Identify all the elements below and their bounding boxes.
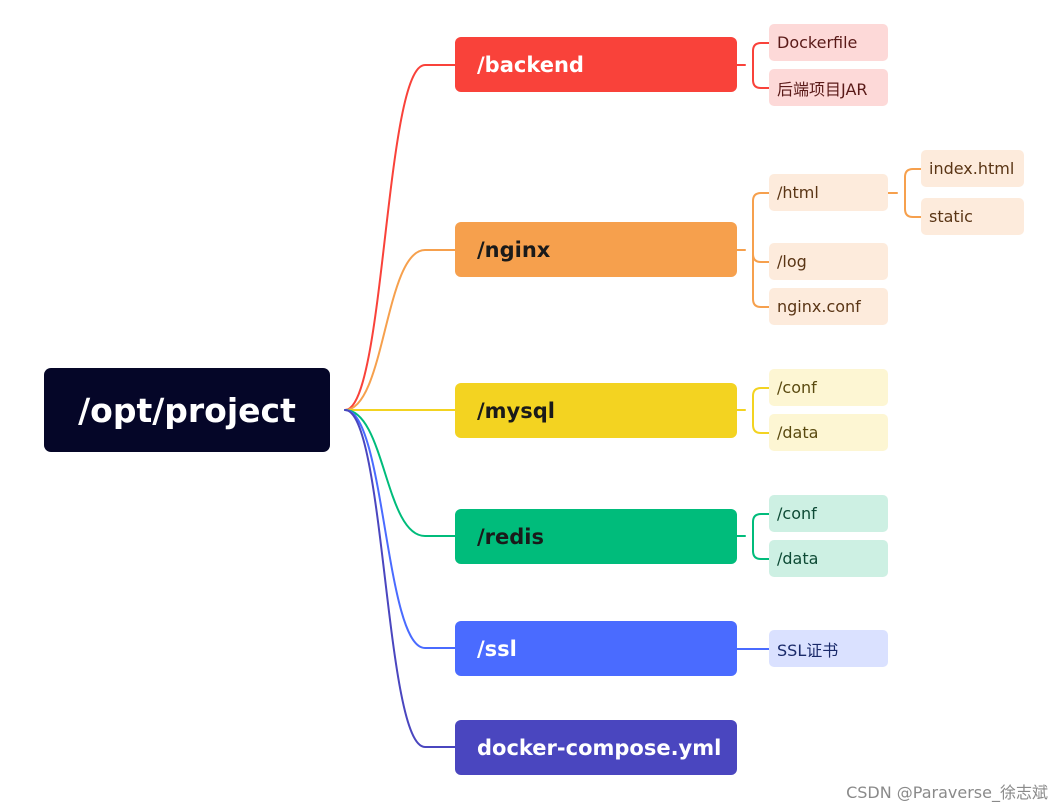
- connector-html-0: [904, 168, 922, 178]
- connector-nginx-2: [752, 298, 770, 308]
- branch-backend[interactable]: /backend: [455, 37, 737, 92]
- connector-redis-0: [752, 513, 770, 523]
- connector-root-ssl: [344, 409, 456, 649]
- connector-root-redis: [344, 409, 456, 537]
- branch-nginx[interactable]: /nginx: [455, 222, 737, 277]
- node-mysql-data[interactable]: /data: [769, 414, 888, 451]
- connector-nginx-0: [752, 192, 770, 202]
- connector-mysql-0: [752, 387, 770, 397]
- connector-nginx-1: [752, 253, 770, 263]
- branch-ssl[interactable]: /ssl: [455, 621, 737, 676]
- node-redis-data[interactable]: /data: [769, 540, 888, 577]
- branch-redis[interactable]: /redis: [455, 509, 737, 564]
- watermark: CSDN @Paraverse_徐志斌: [846, 783, 1048, 802]
- root-node[interactable]: /opt/project: [44, 368, 330, 452]
- node-log-dir[interactable]: /log: [769, 243, 888, 280]
- branch-docker-compose[interactable]: docker-compose.yml: [455, 720, 737, 775]
- node-redis-conf[interactable]: /conf: [769, 495, 888, 532]
- node-html-dir[interactable]: /html: [769, 174, 888, 211]
- connector-mysql-1: [752, 424, 770, 434]
- node-backend-jar[interactable]: 后端项目JAR: [769, 69, 888, 106]
- connector-backend-0: [752, 42, 770, 52]
- connector-redis-1: [752, 550, 770, 560]
- node-mysql-conf[interactable]: /conf: [769, 369, 888, 406]
- connector-root-compose: [344, 409, 456, 748]
- node-dockerfile[interactable]: Dockerfile: [769, 24, 888, 61]
- connector-root-backend: [344, 64, 456, 411]
- node-nginx-conf[interactable]: nginx.conf: [769, 288, 888, 325]
- connector-html-1: [904, 208, 922, 218]
- connector-backend-1: [752, 79, 770, 89]
- branch-mysql[interactable]: /mysql: [455, 383, 737, 438]
- node-static[interactable]: static: [921, 198, 1024, 235]
- connector-root-nginx: [344, 249, 456, 411]
- node-ssl-cert[interactable]: SSL证书: [769, 630, 888, 667]
- node-index-html[interactable]: index.html: [921, 150, 1024, 187]
